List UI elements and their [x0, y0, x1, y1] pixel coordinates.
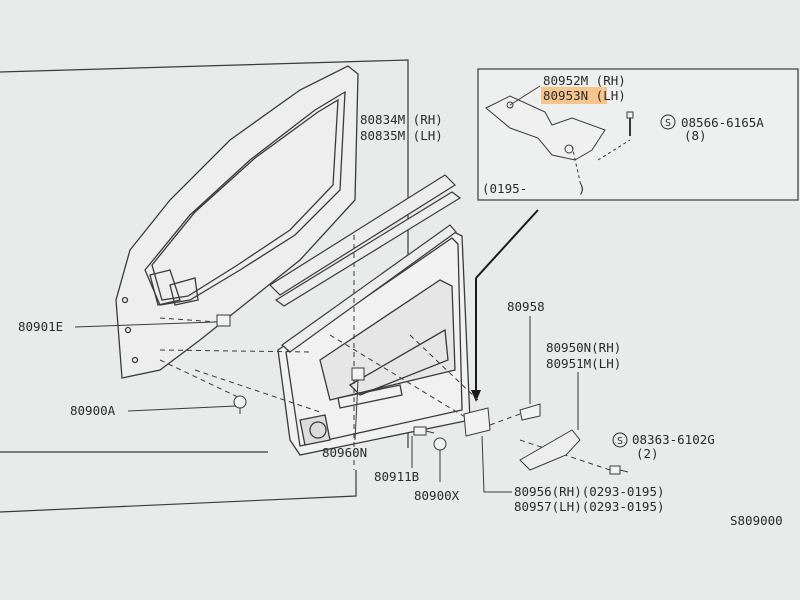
screw-80911b-icon — [413, 426, 435, 436]
inset-date-close: ) — [578, 181, 586, 196]
clip-80901e — [216, 314, 231, 327]
bolt-icon — [626, 111, 634, 136]
pointer-arrow — [471, 209, 539, 402]
label-cover-rh: 80956(RH)(0293-0195) — [514, 484, 665, 499]
s-symbol-text: S — [665, 118, 671, 129]
label-part-80958: 80958 — [507, 299, 545, 314]
inset-detail-box: S 80952M (RH) 80953N (LH) 08566-6165A (8… — [477, 68, 799, 201]
inset-bolt-part: 08566-6165A — [681, 115, 764, 130]
inset-date-range: (0195- — [482, 181, 527, 196]
inset-bolt-qty: (8) — [684, 128, 707, 143]
label-clip-80901e: 80901E — [18, 319, 63, 334]
label-grip-rh: 80950N(RH) — [546, 340, 621, 355]
drawing-number: S809000 — [730, 513, 783, 528]
s-symbol-icon: S — [660, 114, 676, 130]
screw-08363-icon — [609, 465, 629, 475]
door-frame — [115, 65, 359, 379]
label-part-80960n: 80960N — [322, 445, 367, 460]
s-symbol-icon-2: S — [612, 432, 628, 448]
leader-lines — [74, 316, 579, 493]
inset-part-lh: 80953N (LH) — [543, 88, 626, 103]
label-clip-80900a: 80900A — [70, 403, 116, 418]
label-grip-lh: 80951M(LH) — [546, 356, 621, 371]
label-screw-part: 08363-6102G — [632, 432, 715, 447]
bracket-part — [485, 95, 606, 161]
pull-handle — [519, 429, 581, 471]
label-screw-qty: (2) — [636, 446, 659, 461]
s-symbol-text-2: S — [617, 436, 623, 447]
beltline-strips — [269, 174, 462, 353]
cover-80956 — [463, 407, 491, 437]
label-part-80900x: 80900X — [414, 488, 460, 503]
label-frame-rh: 80834M (RH) — [360, 112, 443, 127]
clip-80900a-icon — [233, 395, 247, 414]
clip-80960n — [351, 367, 365, 381]
label-cover-lh: 80957(LH)(0293-0195) — [514, 499, 665, 514]
clip-80900x-icon — [433, 437, 447, 456]
bracket-80958 — [519, 403, 541, 421]
highlight-marker — [541, 87, 607, 104]
label-part-80911b: 80911B — [374, 469, 419, 484]
label-frame-lh: 80835M (LH) — [360, 128, 443, 143]
clip-parts: S — [216, 314, 629, 475]
inset-part-rh: 80952M (RH) — [543, 73, 626, 88]
